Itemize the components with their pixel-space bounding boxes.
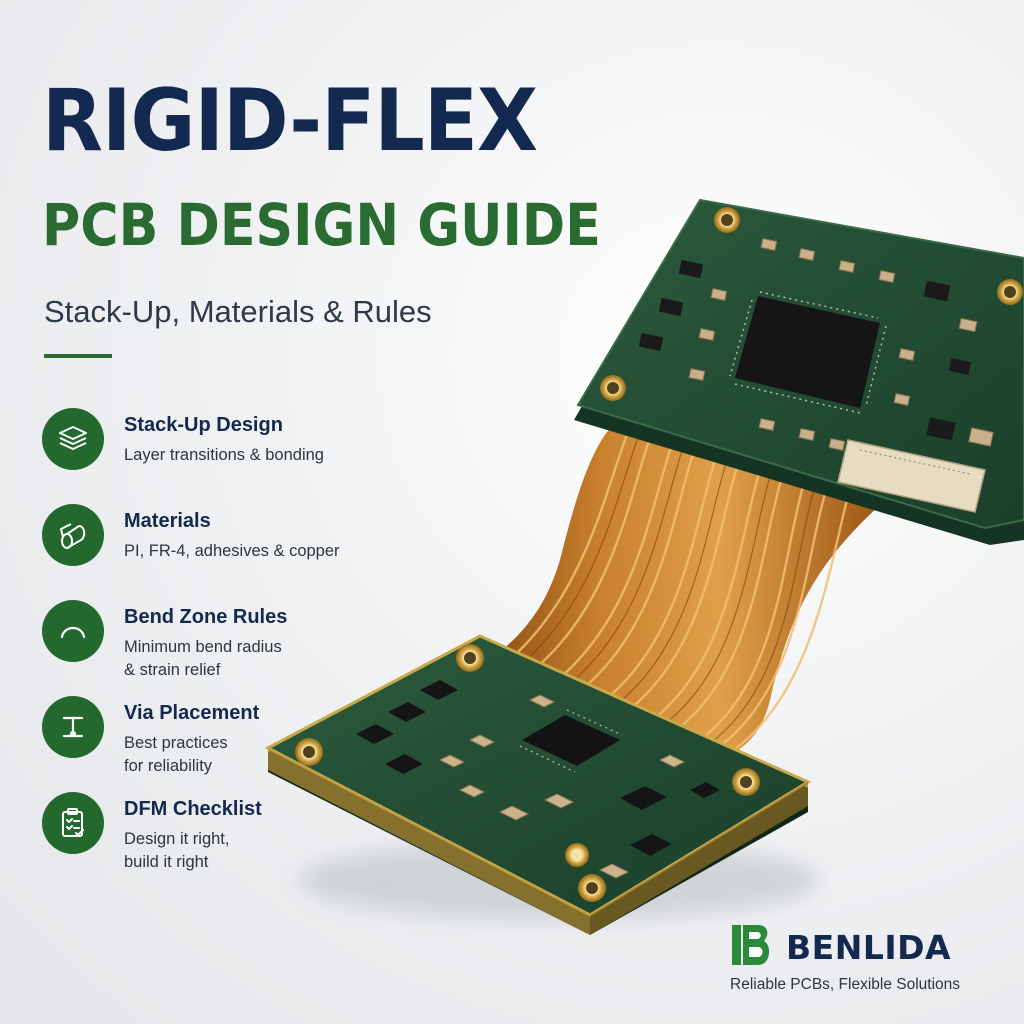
feature-stack-up: Stack-Up Design Layer transitions & bond…: [42, 408, 402, 498]
rigid-flex-pcb-illustration: [264, 198, 1024, 935]
bend-arc-icon: [42, 600, 104, 662]
feature-desc: Design it right, build it right: [124, 830, 230, 871]
upper-rigid-board: [574, 198, 1024, 545]
feature-materials: Materials PI, FR-4, adhesives & copper: [42, 504, 402, 594]
feature-title: Via Placement: [124, 702, 260, 724]
feature-dfm-checklist: DFM Checklist Design it right, build it …: [42, 792, 402, 882]
feature-desc: Minimum bend radius & strain relief: [124, 638, 282, 679]
lower-rigid-board: [264, 634, 812, 935]
feature-desc: PI, FR-4, adhesives & copper: [124, 542, 340, 560]
feature-desc: Layer transitions & bonding: [124, 446, 324, 464]
checklist-icon: [42, 792, 104, 854]
feature-bend-zone: Bend Zone Rules Minimum bend radius & st…: [42, 600, 402, 690]
brand-name: BENLIDA: [786, 928, 952, 967]
feature-title: Bend Zone Rules: [124, 606, 288, 628]
layers-icon: [42, 408, 104, 470]
benlida-logo-icon: [732, 925, 770, 965]
accent-divider: [44, 354, 112, 358]
via-icon: [42, 696, 104, 758]
material-roll-icon: [42, 504, 104, 566]
feature-via-placement: Via Placement Best practices for reliabi…: [42, 696, 402, 786]
page-tagline: Stack-Up, Materials & Rules: [44, 294, 432, 329]
page-title: RIGID-FLEX: [42, 71, 538, 171]
feature-title: DFM Checklist: [124, 798, 262, 820]
feature-desc: Best practices for reliability: [124, 734, 228, 775]
page-subtitle: PCB DESIGN GUIDE: [42, 191, 601, 259]
feature-title: Materials: [124, 510, 211, 532]
brand-tagline: Reliable PCBs, Flexible Solutions: [730, 976, 961, 993]
feature-title: Stack-Up Design: [124, 414, 283, 436]
